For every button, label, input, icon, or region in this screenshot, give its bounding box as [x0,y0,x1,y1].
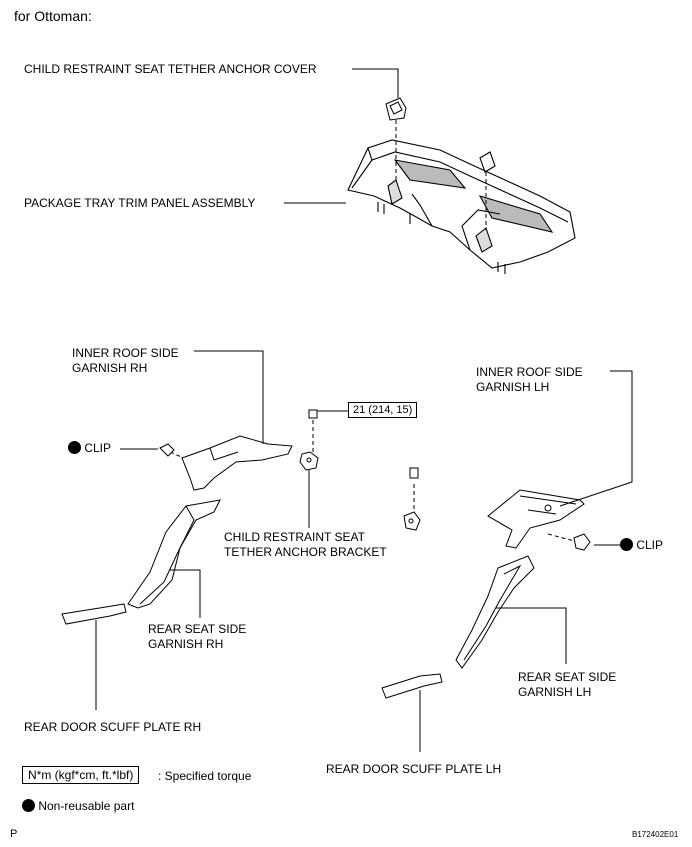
anchor-cover [385,97,407,121]
figure-id: B172402E01 [632,830,679,839]
nonreusable-dot-icon [68,441,81,454]
label-anchor-cover: CHILD RESTRAINT SEAT TETHER ANCHOR COVER [24,62,317,76]
legend-torque-unit-box: N*m (kgf*cm, ft.*lbf) [22,766,140,784]
label-scuff-lh: REAR DOOR SCUFF PLATE LH [326,762,502,776]
label-scuff-rh: REAR DOOR SCUFF PLATE RH [24,720,202,734]
label-clip-lh: CLIP [620,538,663,553]
scuff-plate-lh [381,673,443,699]
legend-torque-text: : Specified torque [158,769,252,783]
page-title: for Ottoman: [14,8,92,24]
rear-seat-garnish-lh [455,555,535,669]
legend-nonreusable: Non-reusable part [22,799,134,814]
corner-letter: P [10,828,18,840]
anchor-bracket-rh [299,409,319,471]
rear-seat-garnish-rh [127,499,221,609]
nonreusable-dot-icon [22,799,35,812]
label-inner-roof-rh: INNER ROOF SIDE GARNISH RH [72,346,179,375]
nonreusable-dot-icon [620,538,633,551]
scuff-plate-rh [61,603,127,625]
label-clip-rh: CLIP [68,441,111,456]
inner-roof-garnish-lh [487,489,585,549]
inner-roof-garnish-rh [181,435,293,491]
label-anchor-bracket: CHILD RESTRAINT SEAT TETHER ANCHOR BRACK… [224,530,387,559]
label-rear-seat-lh: REAR SEAT SIDE GARNISH LH [518,670,617,699]
torque-value-box: 21 (214, 15) [348,402,418,418]
label-rear-seat-rh: REAR SEAT SIDE GARNISH RH [148,622,247,651]
label-package-tray: PACKAGE TRAY TRIM PANEL ASSEMBLY [24,196,256,210]
label-inner-roof-lh: INNER ROOF SIDE GARNISH LH [476,365,583,394]
package-tray-panel [347,139,576,274]
